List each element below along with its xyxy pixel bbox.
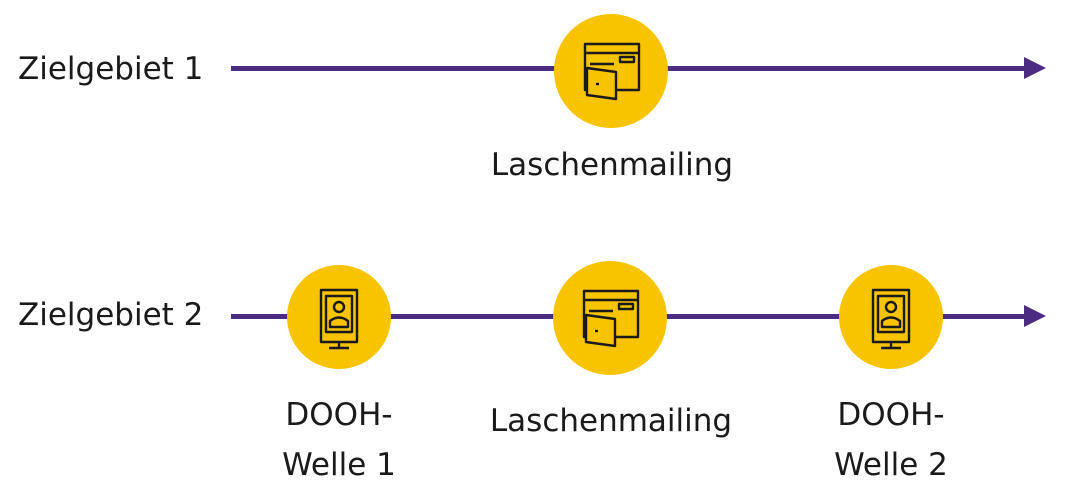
mailing-node-2 [553,261,667,375]
mailing-flap-icon [583,42,641,101]
caption-dooh-2-line2: Welle 2 [834,447,948,483]
dooh-node-1 [287,265,391,369]
dooh-screen-icon [319,288,359,350]
arrowhead-1 [1024,57,1046,79]
arrowhead-2 [1024,305,1046,327]
caption-dooh-1-line2: Welle 1 [282,447,396,483]
dooh-screen-icon [871,288,911,350]
dooh-node-2 [839,265,943,369]
mailing-flap-icon [582,289,640,348]
caption-dooh-2-line1: DOOH- [837,397,945,433]
caption-laschenmailing-1: Laschenmailing [490,147,734,183]
row-label-zielgebiet-1: Zielgebiet 1 [18,51,204,87]
caption-dooh-1-line1: DOOH- [285,397,393,433]
caption-laschenmailing-2: Laschenmailing [489,403,733,439]
row-label-zielgebiet-2: Zielgebiet 2 [18,297,204,333]
mailing-node [554,14,668,128]
